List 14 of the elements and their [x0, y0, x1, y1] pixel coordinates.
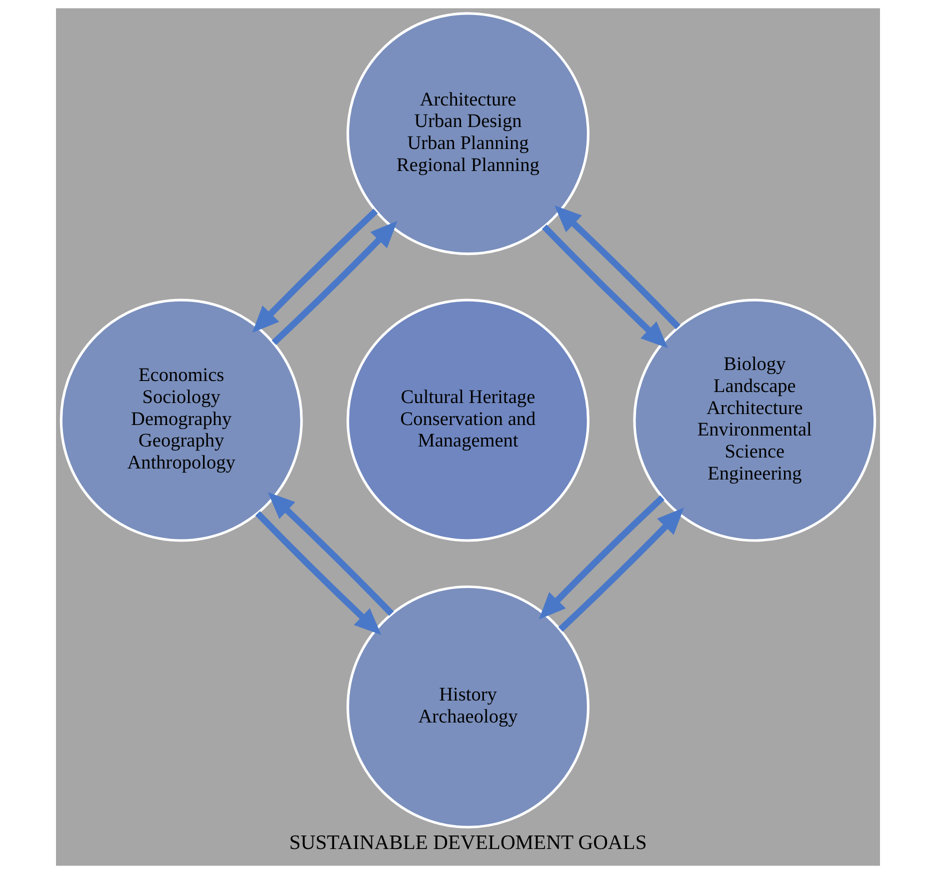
arrow [554, 206, 680, 330]
node-circle: Economics Sociology Demography Geography Anthropology [59, 298, 302, 542]
arrow [267, 492, 394, 616]
node-circle: Biology Landscape Architecture Environmental Science Engineering [632, 298, 876, 542]
arrow [538, 495, 664, 620]
node-circle: History Archaeology [346, 585, 589, 828]
arrow [271, 221, 397, 346]
node-circle: Cultural Heritage Conservation and Management [346, 298, 589, 542]
arrow [558, 508, 684, 632]
arrow [254, 511, 381, 635]
arrow [542, 224, 668, 348]
arrow [252, 208, 378, 333]
caption: SUSTAINABLE DEVELOMENT GOALS [288, 832, 646, 854]
node-circle: Architecture Urban Design Urban Planning Regional Planning [346, 12, 589, 256]
